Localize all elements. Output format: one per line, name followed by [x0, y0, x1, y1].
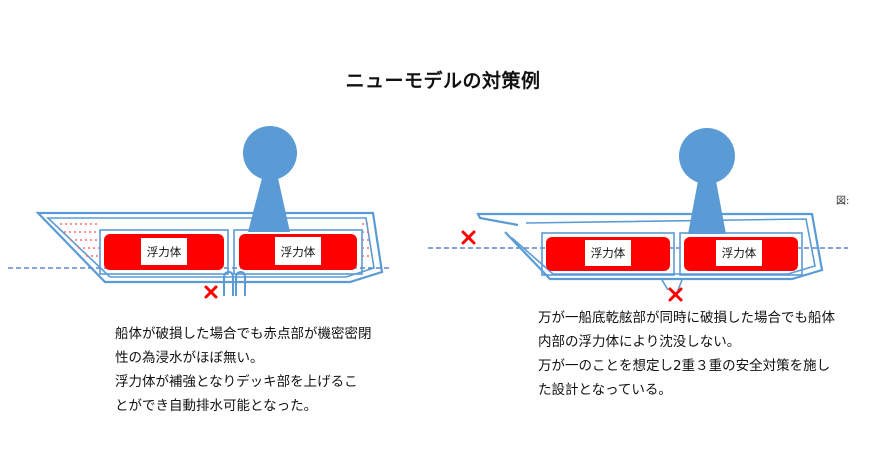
left-person-body	[248, 178, 290, 232]
right-float-label-2: 浮力体	[722, 246, 757, 260]
left-description-line: とができ自動排水可能となった。	[115, 398, 318, 414]
right-bow-damage-mark-icon	[461, 230, 476, 245]
right-hull-outer	[476, 212, 824, 281]
right-description-line: 内部の浮力体により沈没しない。	[538, 334, 741, 350]
right-description: 万が一船底乾舷部が同時に破損した場合でも船体 内部の浮力体により沈没しない。 万…	[538, 306, 835, 402]
right-float-label-box-2	[716, 240, 762, 266]
left-description: 船体が破損した場合でも赤点部が機密密閉 性の為浸水がほぼ無い。 浮力体が補強とな…	[115, 322, 372, 418]
right-bottom-damage-mark-icon	[668, 287, 683, 302]
left-float-label-box-2	[275, 237, 321, 265]
left-float-label-box-1	[141, 238, 187, 265]
right-description-line: 万が一船底乾舷部が同時に破損した場合でも船体	[538, 310, 835, 326]
left-float-label-1: 浮力体	[147, 245, 182, 259]
left-description-line: 性の為浸水がほぼ無い。	[115, 350, 264, 366]
left-description-line: 船体が破損した場合でも赤点部が機密密閉	[115, 326, 372, 342]
page-title: ニューモデルの対策例	[345, 70, 541, 92]
right-float-label-box-1	[585, 240, 631, 266]
right-person-body	[688, 181, 726, 234]
left-float-label-2: 浮力体	[281, 245, 316, 259]
left-description-line: 浮力体が補強となりデッキ部を上げるこ	[115, 374, 358, 390]
right-float-label-1: 浮力体	[591, 246, 626, 260]
left-hull-outer	[35, 211, 384, 284]
right-compartment-2	[679, 232, 803, 276]
right-compartment-1	[541, 232, 675, 276]
right-description-line: 万が一のことを想定し2重３重の安全対策を施し	[538, 358, 831, 374]
left-compartment-2	[233, 229, 363, 275]
left-sealed-dots	[60, 223, 372, 257]
left-compartment-1	[99, 229, 229, 275]
right-boat-diagram: 浮力体 浮力体	[428, 128, 848, 302]
right-description-line: た設計となっている。	[538, 382, 672, 398]
left-person-head	[243, 126, 297, 180]
left-damage-mark-icon	[204, 285, 218, 299]
figure-note: 図:	[836, 196, 850, 207]
left-drain-pipes	[223, 270, 246, 296]
left-boat-diagram: 浮力体 浮力体	[8, 126, 392, 299]
right-person-head	[679, 128, 735, 184]
